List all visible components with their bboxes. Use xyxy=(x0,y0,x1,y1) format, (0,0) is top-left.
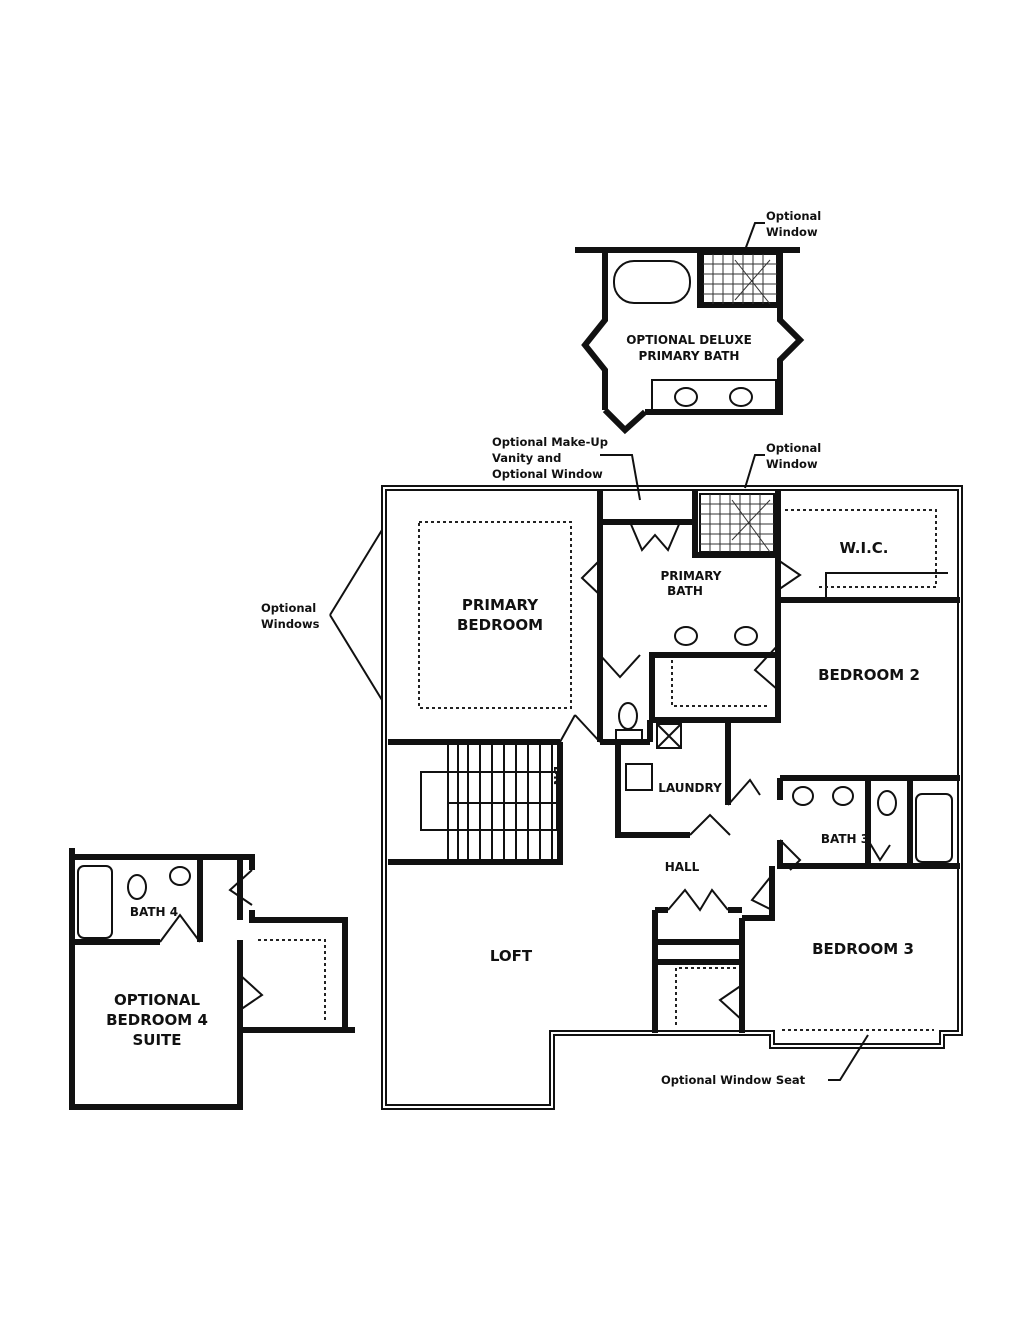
leader-lines xyxy=(329,222,869,1081)
closet-shelving xyxy=(671,660,770,707)
sinks xyxy=(169,387,854,886)
shower-main xyxy=(699,493,775,553)
optional-deluxe-bath-walls xyxy=(575,247,805,435)
wic-label: W.I.C. xyxy=(839,539,888,557)
doors xyxy=(559,521,891,1021)
staircase xyxy=(420,745,558,862)
tray-ceiling xyxy=(418,521,572,709)
window-seat-note: Optional Window Seat xyxy=(661,1073,806,1087)
bedroom2-label: BEDROOM 2 xyxy=(818,666,920,684)
bath4-label: BATH 4 xyxy=(130,905,178,919)
closet-shelving-2 xyxy=(675,967,738,1025)
stairs-dn-label: DN xyxy=(551,766,565,785)
hall-label: HALL xyxy=(665,860,700,874)
main-floor-walls xyxy=(381,485,963,1110)
optional-bedroom4-walls xyxy=(69,848,355,1110)
loft-label: LOFT xyxy=(490,947,533,965)
bedroom3-label: BEDROOM 3 xyxy=(812,940,914,958)
fixtures xyxy=(77,260,953,939)
laundry-label: LAUNDRY xyxy=(658,781,722,795)
bath3-label: BATH 3 xyxy=(821,832,869,846)
